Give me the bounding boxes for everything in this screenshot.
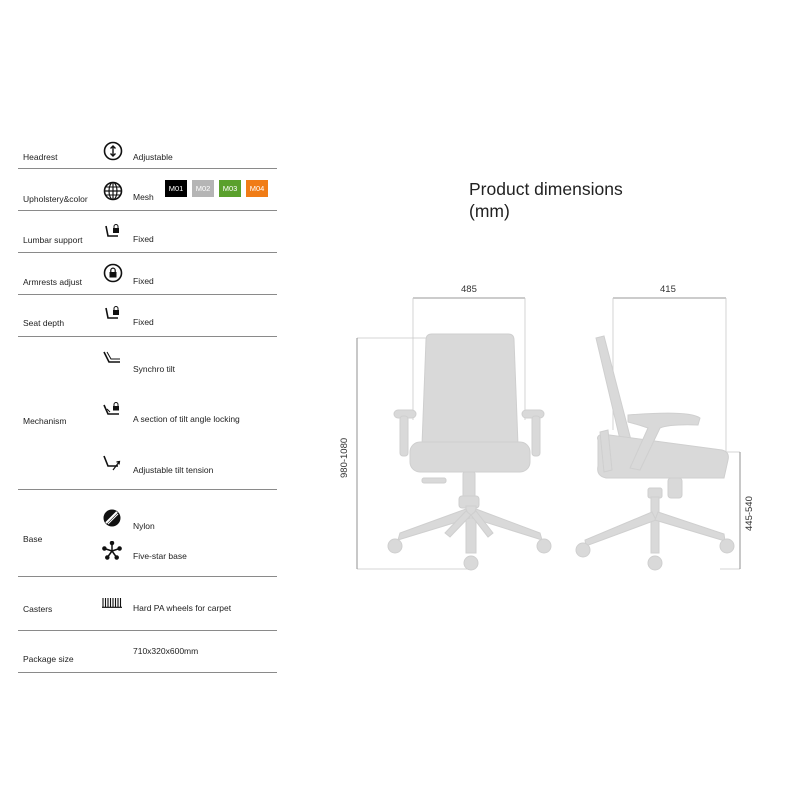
vertical-adjust-icon	[103, 141, 123, 161]
spec-label-base: Base	[23, 534, 43, 544]
row-divider	[18, 294, 277, 295]
spec-value-package: 710x320x600mm	[133, 646, 199, 656]
dimensions-title-line1: Product dimensions	[469, 179, 623, 199]
spec-label-headrest: Headrest	[23, 152, 58, 162]
spec-label-lumbar: Lumbar support	[23, 235, 83, 245]
row-divider	[18, 630, 277, 631]
spec-value-upholstery: Mesh	[133, 192, 154, 202]
mesh-globe-icon	[103, 181, 123, 201]
spec-label-upholstery: Upholstery&color	[23, 194, 88, 204]
five-star-base-icon	[102, 541, 122, 560]
spec-value-casters: Hard PA wheels for carpet	[133, 603, 232, 613]
tilt-tension-icon	[103, 455, 121, 471]
spec-value-tilt-lock: A section of tilt angle locking	[133, 414, 240, 424]
spec-value-five-star: Five-star base	[133, 551, 187, 561]
row-divider	[18, 252, 277, 253]
lock-circle-icon	[103, 263, 123, 283]
color-swatch-m02: M02	[192, 180, 214, 197]
spec-label-casters: Casters	[23, 604, 53, 614]
color-swatch-m01: M01	[165, 180, 187, 197]
front-width-label: 485	[461, 284, 477, 295]
row-divider	[18, 489, 277, 490]
locked-seat-icon	[105, 224, 119, 237]
row-divider	[18, 336, 277, 337]
row-divider	[18, 576, 277, 577]
synchro-tilt-icon	[103, 351, 120, 363]
spec-label-mechanism: Mechanism	[23, 416, 67, 426]
total-height-label: 980-1080	[339, 437, 350, 478]
spec-value-seat-depth: Fixed	[133, 317, 154, 327]
color-swatch-m03: M03	[219, 180, 241, 197]
row-divider	[18, 210, 277, 211]
tilt-lock-icon	[103, 402, 119, 415]
spec-label-armrests: Armrests adjust	[23, 277, 83, 287]
spec-value-nylon: Nylon	[133, 521, 155, 531]
spec-label-package: Package size	[23, 654, 74, 664]
spec-value-tilt-tension: Adjustable tilt tension	[133, 465, 214, 475]
locked-seat-icon	[105, 306, 119, 319]
spec-label-seat-depth: Seat depth	[23, 318, 65, 328]
color-swatch-m04: M04	[246, 180, 268, 197]
dimensions-title: Product dimensions (mm)	[469, 178, 623, 222]
caster-wheels-icon	[102, 598, 122, 608]
row-divider	[18, 672, 277, 673]
nylon-material-icon	[103, 509, 121, 527]
seat-height-label: 445-540	[744, 496, 755, 531]
spec-value-armrests: Fixed	[133, 276, 154, 286]
spec-value-synchro-tilt: Synchro tilt	[133, 364, 176, 374]
spec-value-headrest: Adjustable	[133, 152, 173, 162]
row-divider	[18, 168, 277, 169]
side-depth-label: 415	[660, 284, 676, 295]
dimensions-title-line2: (mm)	[469, 201, 510, 221]
spec-value-lumbar: Fixed	[133, 234, 154, 244]
